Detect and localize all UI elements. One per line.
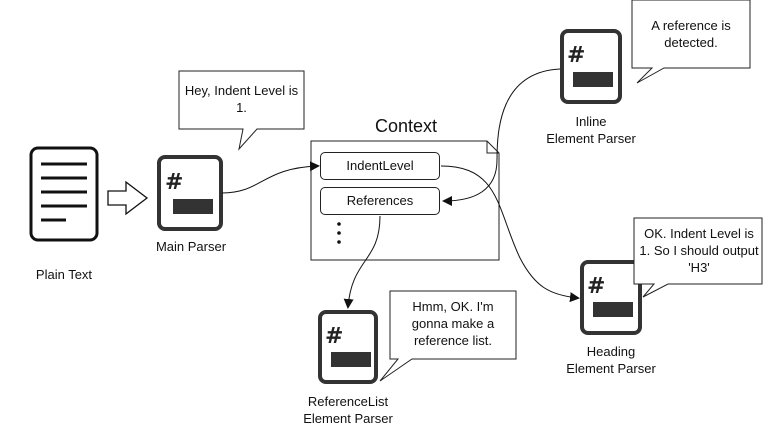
plain-text-document-icon <box>29 146 99 242</box>
inline-parser-bubble-text: A reference is detected. <box>651 18 731 50</box>
connector-inline-to-references <box>442 68 561 206</box>
inline-parser-label-line1: Inline <box>575 114 607 129</box>
inline-parser-speech-bubble <box>631 0 751 84</box>
main-parser-bubble-text: Hey, Indent Level is 1. <box>184 83 299 115</box>
inline-parser-icon: # <box>560 29 622 104</box>
reflist-parser-bubble-text: Hmm, OK. I'm gonna make a reference list… <box>411 299 495 348</box>
plain-text-label: Plain Text <box>35 267 93 282</box>
heading-parser-label-line1: Heading <box>586 344 636 359</box>
context-title: Context <box>374 116 438 136</box>
more-fields-ellipsis <box>337 222 341 244</box>
heading-parser-bubble-text: OK. Indent Level is 1. So I should outpu… <box>639 226 759 275</box>
connector-main-to-indentlevel <box>221 161 320 194</box>
heading-parser-speech-bubble <box>633 217 763 298</box>
reflist-parser-speech-bubble <box>379 290 517 382</box>
connector-references-to-reflist <box>343 215 381 309</box>
context-field-indentlevel: IndentLevel <box>320 152 440 180</box>
main-parser-speech-bubble <box>178 70 305 151</box>
input-flow-arrow <box>107 180 149 216</box>
main-parser-label: Main Parser <box>155 239 227 254</box>
reflist-parser-icon: # <box>318 310 378 384</box>
inline-parser-label-line2: Element Parser <box>546 131 636 146</box>
reflist-parser-label-line2: Element Parser <box>303 411 393 426</box>
svg-text:#: # <box>165 170 183 195</box>
context-field-references: References <box>320 187 440 215</box>
svg-text:#: # <box>587 274 605 299</box>
connector-indentlevel-to-heading <box>440 165 580 303</box>
main-parser-icon: # <box>157 155 223 231</box>
reflist-parser-label-line1: ReferenceList <box>307 394 389 409</box>
svg-text:#: # <box>325 324 343 349</box>
heading-parser-label-line2: Element Parser <box>566 361 656 376</box>
svg-text:#: # <box>567 43 585 68</box>
heading-parser-icon: # <box>580 260 642 335</box>
